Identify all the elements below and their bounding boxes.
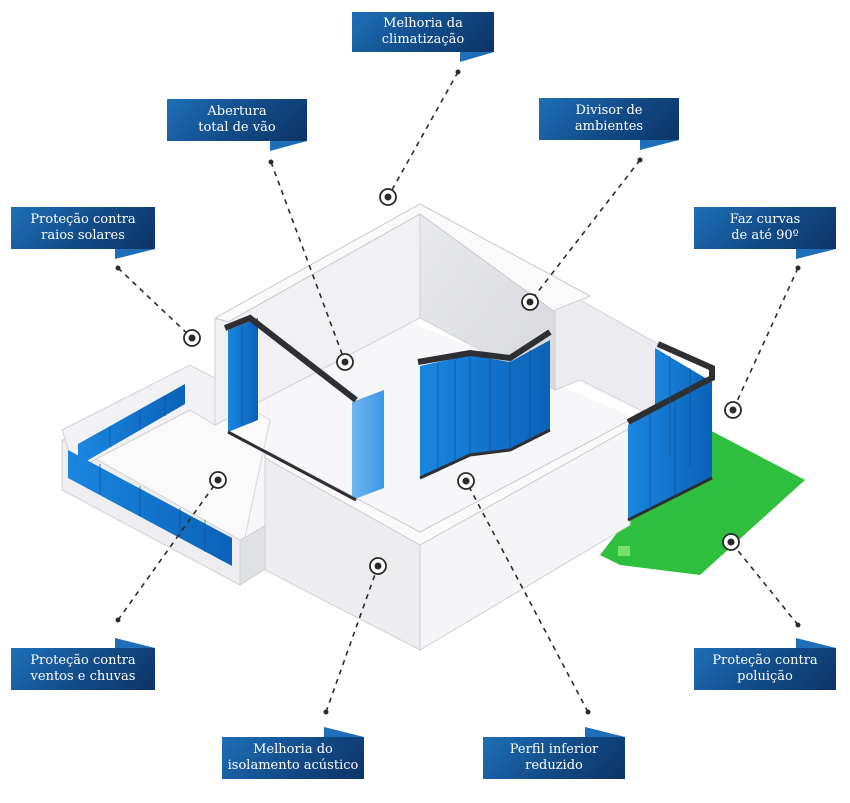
- marker-dot-curves: [729, 406, 737, 414]
- lawn-cube: [618, 546, 630, 556]
- callout-anchor-dot-sun-protection: [115, 265, 121, 271]
- callout-anchor-dot-room-divider: [637, 157, 643, 163]
- marker-dot-pollution: [727, 538, 735, 546]
- glass-balcony-back: [78, 384, 185, 466]
- frame-divider-top: [417, 329, 552, 365]
- glass-left-corner: [228, 318, 258, 432]
- callout-anchor-dot-wind-rain: [115, 617, 121, 623]
- callout-line-pollution: [730, 541, 799, 626]
- callout-line-sun-protection: [117, 267, 193, 339]
- lawn: [600, 425, 805, 575]
- marker-dot-low-profile: [462, 477, 470, 485]
- frame-curve-bottom: [627, 476, 713, 522]
- frame-curve-top: [626, 341, 715, 425]
- marker-dot-room-divider: [526, 298, 534, 306]
- callout-anchor-dot-curves: [795, 265, 801, 271]
- frame-left-bottom: [227, 430, 357, 502]
- callout-line-room-divider: [529, 159, 641, 303]
- callout-line-climatization: [387, 71, 459, 198]
- glass-single-panel: [352, 390, 384, 500]
- callout-anchor-dot-climatization: [455, 69, 461, 75]
- callout-lines: [115, 69, 801, 715]
- marker-dot-wind-rain: [214, 476, 222, 484]
- marker-dot-acoustic: [374, 562, 382, 570]
- callout-anchor-dot-low-profile: [585, 709, 591, 715]
- glass-mullions: [99, 326, 691, 552]
- callout-anchor-dot-pollution: [795, 622, 801, 628]
- frame-left-top: [223, 314, 358, 403]
- callout-anchor-dot-acoustic: [323, 709, 329, 715]
- marker-dot-sun-protection: [188, 334, 196, 342]
- marker-dot-climatization: [384, 193, 392, 201]
- glass-divider: [420, 340, 550, 478]
- callout-anchor-dot-total-opening: [268, 159, 274, 165]
- callout-line-low-profile: [465, 480, 589, 713]
- marker-dot-total-opening: [341, 358, 349, 366]
- callout-line-wind-rain: [117, 479, 219, 621]
- glass-balcony-front: [68, 450, 232, 566]
- callout-line-curves: [732, 267, 799, 411]
